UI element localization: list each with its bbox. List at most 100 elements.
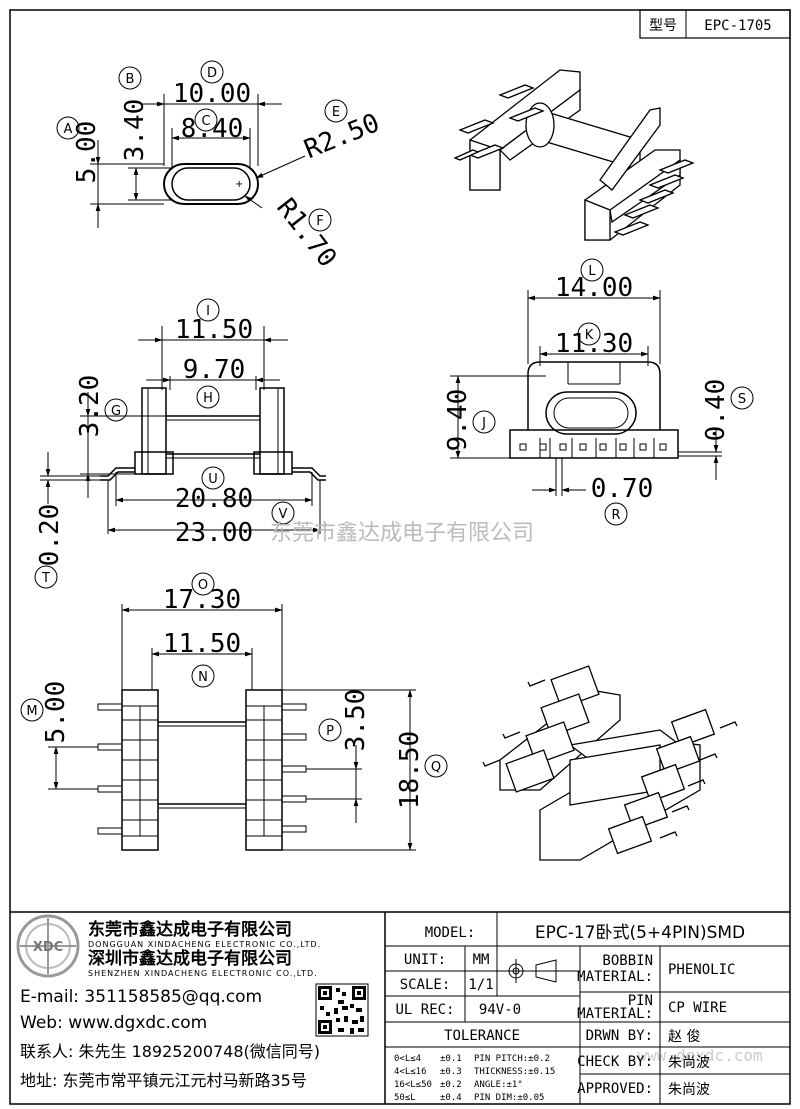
svg-text:A: A (64, 122, 73, 137)
slot-view: + (90, 94, 306, 228)
bobbin-label-2: MATERIAL: (577, 969, 653, 985)
svg-text:V: V (279, 507, 288, 522)
tol-r3-range: 50≤L (394, 1093, 416, 1103)
svg-text:O: O (198, 578, 208, 593)
callout-R: R (604, 502, 628, 526)
svg-text:I: I (206, 304, 210, 319)
company-name-dg-en: DONGGUAN XINDACHENG ELECTRONIC CO.,LTD. (88, 940, 321, 949)
unit-value: MM (473, 952, 490, 968)
company-email: E-mail: 351158585@qq.com (20, 987, 262, 1007)
watermark-text: 东莞市鑫达成电子有限公司 (270, 521, 534, 546)
dim-T-value: 0.20 (35, 504, 65, 567)
company-contact: 联系人: 朱先生 18925200748(微信同号) (20, 1042, 320, 1061)
dim-V-value: 23.00 (175, 518, 253, 548)
dim-D-value: 10.00 (173, 79, 251, 109)
type-label: 型号 (649, 18, 677, 34)
svg-text:B: B (126, 72, 135, 87)
drwn-label: DRWN BY: (586, 1028, 653, 1044)
callout-O: O (191, 572, 215, 596)
dim-O-value: 17.30 (163, 585, 241, 615)
callout-F: F (308, 208, 332, 232)
dim-R-value: 0.70 (591, 474, 654, 504)
tol-r2-note: ANGLE:±1° (474, 1080, 523, 1090)
dim-A-value: 5.00 (72, 121, 102, 184)
callout-I: I (196, 298, 220, 322)
pin-value: CP WIRE (668, 1000, 727, 1016)
dim-B-value: 3.40 (120, 99, 150, 162)
dim-H-value: 9.70 (183, 355, 246, 385)
callout-G: G (104, 398, 128, 422)
type-value: EPC-1705 (704, 18, 771, 34)
svg-text:C: C (201, 114, 210, 129)
svg-text:T: T (41, 571, 50, 586)
tol-r1-note: THICKNESS:±0.15 (474, 1067, 555, 1077)
svg-text:F: F (316, 214, 323, 229)
tol-r3-note: PIN DIM:±0.05 (474, 1093, 544, 1103)
tolerance-label: TOLERANCE (444, 1028, 520, 1044)
approved-value: 朱尚波 (668, 1082, 710, 1098)
pin-label-2: MATERIAL: (577, 1006, 653, 1022)
callout-Q: Q (424, 754, 448, 778)
company-logo: XDC (16, 914, 80, 978)
svg-text:M: M (26, 704, 37, 719)
svg-text:N: N (198, 670, 208, 685)
svg-text:D: D (207, 66, 217, 81)
dim-L-value: 14.00 (555, 273, 633, 303)
scale-label: SCALE: (400, 977, 451, 993)
dim-S-value: 0.40 (701, 379, 731, 442)
callout-P: P (318, 718, 342, 742)
dim-G-value: 3.20 (75, 375, 105, 438)
tol-r1-range: 4<L≤16 (394, 1067, 427, 1077)
dim-N-value: 11.50 (163, 629, 241, 659)
type-box: 型号 EPC-1705 (639, 9, 791, 39)
svg-text:G: G (111, 404, 121, 419)
tol-r2-range: 16<L≤50 (394, 1080, 432, 1090)
ulrec-value: 94V-0 (479, 1002, 521, 1018)
model-label: MODEL: (425, 925, 476, 941)
svg-text:U: U (208, 472, 218, 487)
iso-view-bottom (482, 665, 738, 861)
approved-label: APPROVED: (577, 1081, 653, 1097)
callout-T: T (34, 565, 58, 589)
iso-view-top (453, 69, 695, 241)
ulrec-label: UL REC: (395, 1002, 454, 1018)
dim-P-value: 3.50 (341, 689, 371, 752)
svg-text:K: K (585, 328, 594, 343)
company-name-sz-en: SHENZHEN XINDACHENG ELECTRONIC CO.,LTD. (88, 969, 318, 978)
callout-K: K (577, 322, 601, 346)
svg-text:E: E (332, 105, 340, 120)
callout-S: S (730, 386, 754, 410)
callout-N: N (191, 664, 215, 688)
svg-text:XDC: XDC (33, 940, 63, 955)
svg-text:P: P (326, 724, 334, 739)
company-address: 地址: 东莞市常平镇元江元村马新路35号 (20, 1071, 307, 1090)
drawing-frame (9, 9, 791, 1105)
unit-label: UNIT: (404, 952, 446, 968)
check-label: CHECK BY: (577, 1054, 653, 1070)
pin-label-1: PIN (628, 993, 653, 1009)
check-value: 朱尚波 (668, 1055, 710, 1071)
callout-L: L (580, 258, 604, 282)
callout-C: C (194, 108, 218, 132)
company-web: Web: www.dgxdc.com (20, 1013, 207, 1033)
callout-E: E (324, 99, 348, 123)
bottom-view (48, 604, 416, 851)
front-view (40, 326, 326, 534)
model-value: EPC-17卧式(5+4PIN)SMD (535, 923, 745, 943)
callout-B: B (118, 66, 142, 90)
side-view (450, 290, 722, 496)
qr-code (315, 983, 369, 1037)
tol-r2-val: ±0.2 (440, 1080, 462, 1090)
company-name-sz: 深圳市鑫达成电子有限公司 (88, 948, 292, 969)
tol-r0-range: 0<L≤4 (394, 1054, 421, 1064)
callout-U: U (201, 466, 225, 490)
scale-value: 1/1 (468, 977, 493, 993)
tol-r3-val: ±0.4 (440, 1093, 462, 1103)
bobbin-label-1: BOBBIN (602, 953, 653, 969)
svg-text:S: S (738, 392, 746, 407)
callout-M: M (20, 698, 44, 722)
callout-D: D (200, 60, 224, 84)
dim-E-value: R2.50 (300, 108, 384, 165)
bobbin-value: PHENOLIC (668, 962, 735, 978)
company-name-dg: 东莞市鑫达成电子有限公司 (88, 919, 292, 940)
